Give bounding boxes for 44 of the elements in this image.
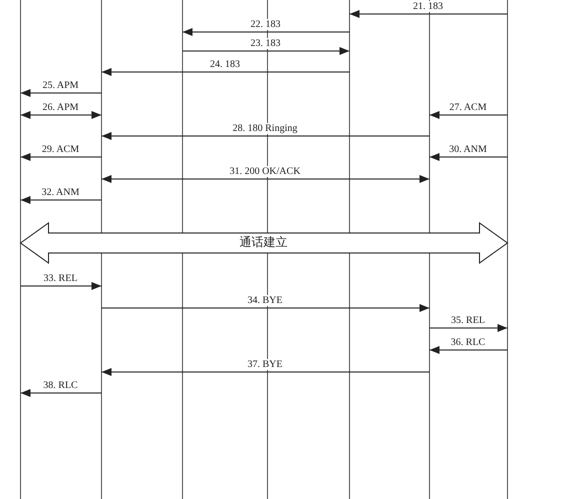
arrow [182, 28, 350, 36]
edge-label: 29. ACM [40, 144, 82, 155]
lifeline [182, 0, 183, 499]
lifeline [101, 0, 102, 499]
edge-label: 22. 183 [248, 19, 282, 30]
edge-label: 24. 183 [208, 59, 242, 70]
arrow [182, 47, 350, 55]
arrow [20, 111, 102, 119]
edge-label: 30. ANM [447, 144, 489, 155]
arrow [101, 132, 430, 140]
edge-label: 23. 183 [248, 38, 282, 49]
lifeline [507, 0, 508, 499]
edge-label: 32. ANM [40, 187, 82, 198]
edge-label: 35. REL [449, 315, 487, 326]
arrow [20, 153, 102, 161]
arrow [101, 175, 430, 183]
arrow [20, 282, 102, 290]
edge-label: 25. APM [40, 80, 81, 91]
edge-label: 34. BYE [246, 295, 284, 306]
edge-label: 37. BYE [246, 359, 284, 370]
arrow [429, 346, 508, 354]
edge-label: 21. 183 [411, 1, 445, 12]
edge-label: 28. 180 Ringing [230, 123, 300, 134]
edge-label: 33. REL [42, 273, 80, 284]
edge-label: 通话建立 [238, 235, 290, 249]
edge-label: 26. APM [40, 102, 81, 113]
lifeline [429, 0, 430, 499]
edge-label: 31. 200 OK/ACK [228, 166, 302, 177]
arrow [101, 368, 430, 376]
arrow [20, 389, 102, 397]
arrow [101, 304, 430, 312]
edge-label: 27. ACM [447, 102, 489, 113]
arrow [20, 89, 102, 97]
arrow [20, 196, 102, 204]
lifeline [349, 0, 350, 499]
arrow [101, 68, 350, 76]
lifeline [20, 0, 21, 499]
edge-label: 38. RLC [41, 380, 80, 391]
arrow [349, 10, 508, 18]
arrow [429, 324, 508, 332]
block-arrow [20, 222, 508, 264]
arrow [429, 153, 508, 161]
arrow [429, 111, 508, 119]
edge-label: 36. RLC [448, 337, 488, 348]
